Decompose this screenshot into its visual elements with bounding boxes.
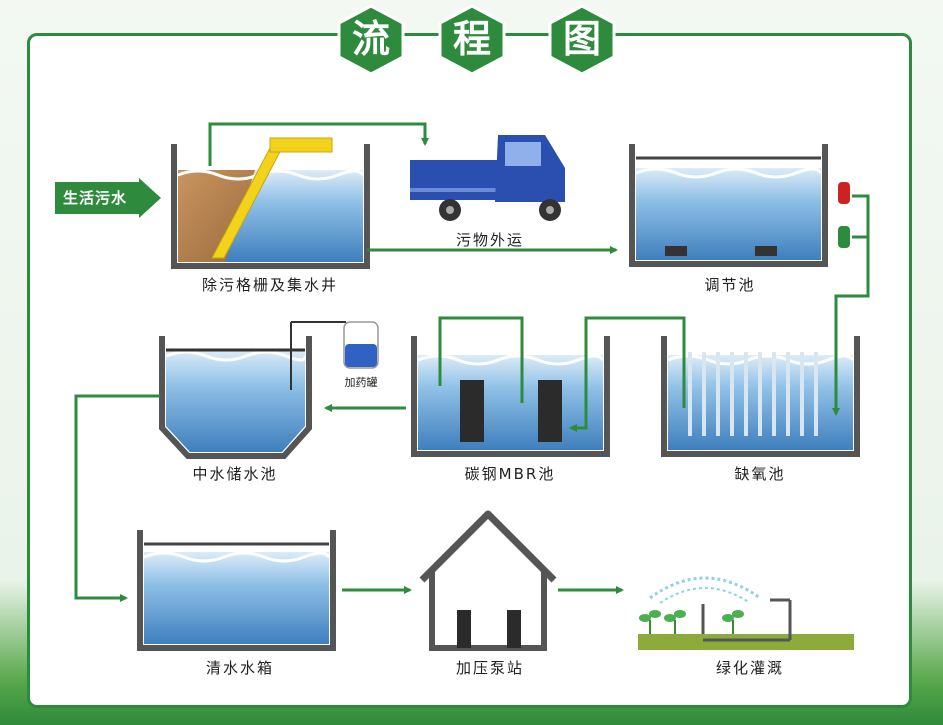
flow-arrows bbox=[74, 122, 870, 602]
label-dosing-tank: 加药罐 bbox=[344, 376, 378, 389]
pump-station-house bbox=[419, 510, 557, 651]
title-char-1: 流 bbox=[351, 17, 390, 61]
label-screen-well: 除污格栅及集水井 bbox=[201, 276, 338, 294]
truck-icon bbox=[410, 135, 565, 221]
inlet-label: 生活污水 bbox=[63, 189, 128, 207]
title-char-2: 程 bbox=[452, 17, 491, 61]
mbr-tank bbox=[411, 336, 610, 457]
label-anoxic-tank: 缺氧池 bbox=[734, 465, 786, 483]
title-hex-1: 流 bbox=[335, 4, 407, 76]
title-hex-2: 程 bbox=[436, 4, 508, 76]
label-regulating-tank: 调节池 bbox=[704, 276, 756, 294]
irrigation-scene bbox=[638, 576, 854, 650]
regulating-tank bbox=[629, 144, 850, 267]
label-irrigation: 绿化灌溉 bbox=[715, 659, 784, 677]
label-reclaimed-tank: 中水储水池 bbox=[192, 465, 278, 483]
title-hex-3: 图 bbox=[546, 4, 618, 76]
label-mbr-tank: 碳钢MBR池 bbox=[464, 465, 556, 483]
reclaimed-water-tank bbox=[159, 336, 312, 459]
inlet-arrow: 生活污水 bbox=[55, 178, 161, 218]
label-pump-station: 加压泵站 bbox=[455, 659, 524, 677]
label-clear-water-tank: 清水水箱 bbox=[205, 659, 274, 677]
anoxic-tank bbox=[661, 336, 860, 457]
label-waste-transport: 污物外运 bbox=[455, 231, 524, 249]
screen-well-tank bbox=[171, 137, 370, 269]
dosing-tank-icon bbox=[290, 321, 379, 390]
title-char-3: 图 bbox=[562, 17, 601, 61]
clear-water-tank bbox=[137, 530, 336, 651]
